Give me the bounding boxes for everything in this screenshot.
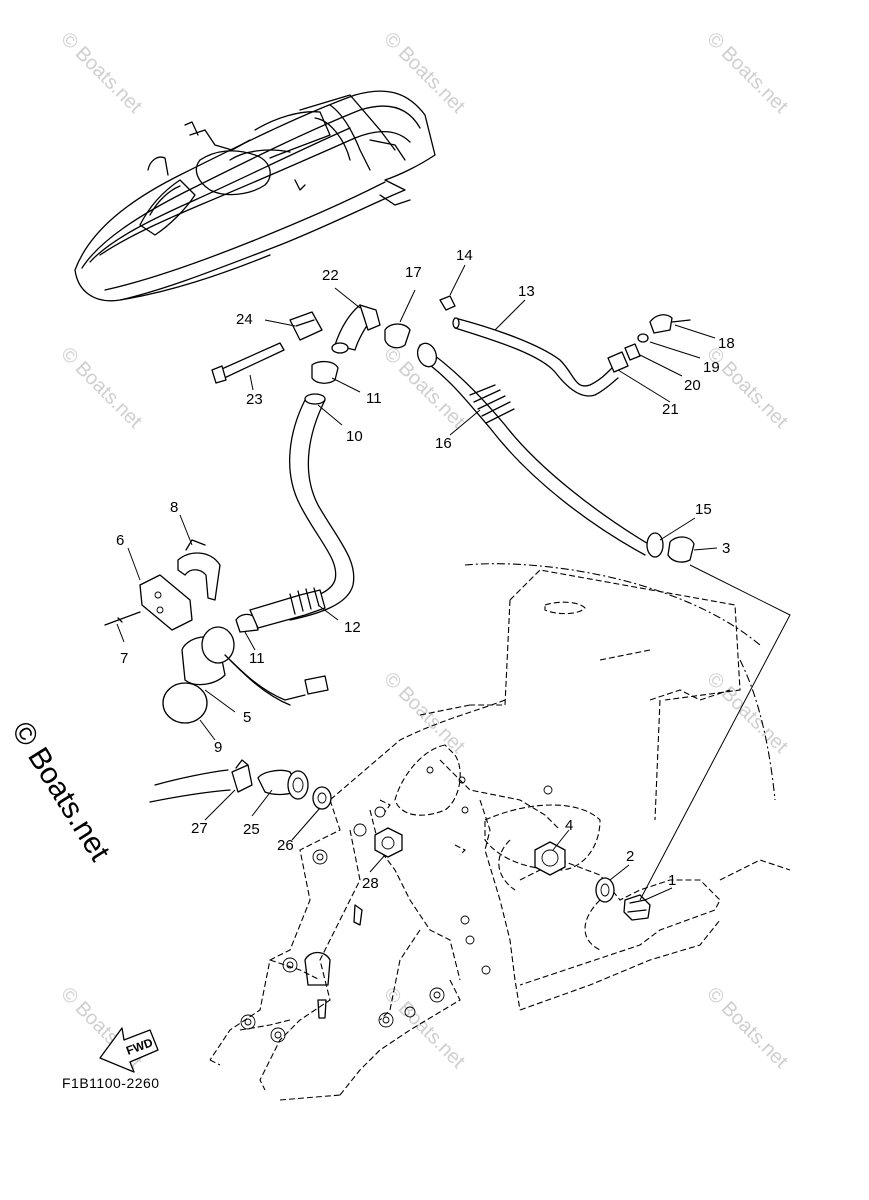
callout-22: 22 — [322, 267, 339, 284]
bilge-hose — [249, 360, 355, 629]
callout-13: 13 — [518, 283, 535, 300]
watermark: © Boats.net — [702, 668, 792, 758]
callout-23: 23 — [246, 391, 263, 408]
outlet-fittings — [149, 759, 403, 858]
elbow-and-ties — [211, 295, 456, 384]
drain-fittings — [534, 841, 651, 921]
callout-9: 9 — [214, 739, 222, 756]
figure-code: F1B1100-2260 — [62, 1075, 160, 1091]
callout-1: 1 — [668, 872, 676, 889]
callout-7: 7 — [120, 650, 128, 667]
watermark: © Boats.net — [56, 343, 146, 433]
callout-28: 28 — [362, 875, 379, 892]
callout-10: 10 — [346, 428, 363, 445]
callout-3: 3 — [722, 540, 730, 557]
callout-25: 25 — [243, 821, 260, 838]
hull-section — [209, 563, 791, 1101]
callout-21: 21 — [662, 401, 679, 418]
callout-2: 2 — [626, 848, 634, 865]
watermark: © Boats.net — [379, 668, 469, 758]
watermark: © Boats.net — [702, 983, 792, 1073]
watercraft-thumbnail — [74, 90, 436, 302]
callout-4: 4 — [565, 817, 573, 834]
callout-numbers: 1 2 3 4 5 6 7 8 9 10 11 11 12 13 14 15 1… — [116, 247, 735, 892]
callout-14: 14 — [456, 247, 473, 264]
callout-8: 8 — [170, 499, 178, 516]
vent-hose — [452, 314, 691, 397]
callout-17: 17 — [405, 264, 422, 281]
watermark: © Boats.net — [702, 343, 792, 433]
callout-19: 19 — [703, 359, 720, 376]
callout-27: 27 — [191, 820, 208, 837]
callout-15: 15 — [695, 501, 712, 518]
watermark: © Boats.net — [379, 28, 469, 118]
callout-5: 5 — [243, 709, 251, 726]
callout-11b: 11 — [249, 650, 265, 667]
callout-12: 12 — [344, 619, 361, 636]
watermark: © Boats.net — [702, 28, 792, 118]
leader-lines — [116, 264, 791, 901]
callout-16: 16 — [435, 435, 452, 452]
callout-20: 20 — [684, 377, 701, 394]
callout-24: 24 — [236, 311, 253, 328]
exhaust-hose — [416, 342, 695, 563]
callout-18: 18 — [718, 335, 735, 352]
forward-arrow: FWD — [99, 1027, 159, 1073]
callout-6: 6 — [116, 532, 124, 549]
watermark: © Boats.net — [56, 28, 146, 118]
callout-26: 26 — [277, 837, 294, 854]
callout-11a: 11 — [366, 390, 382, 407]
bilge-pump-assembly — [104, 539, 329, 724]
